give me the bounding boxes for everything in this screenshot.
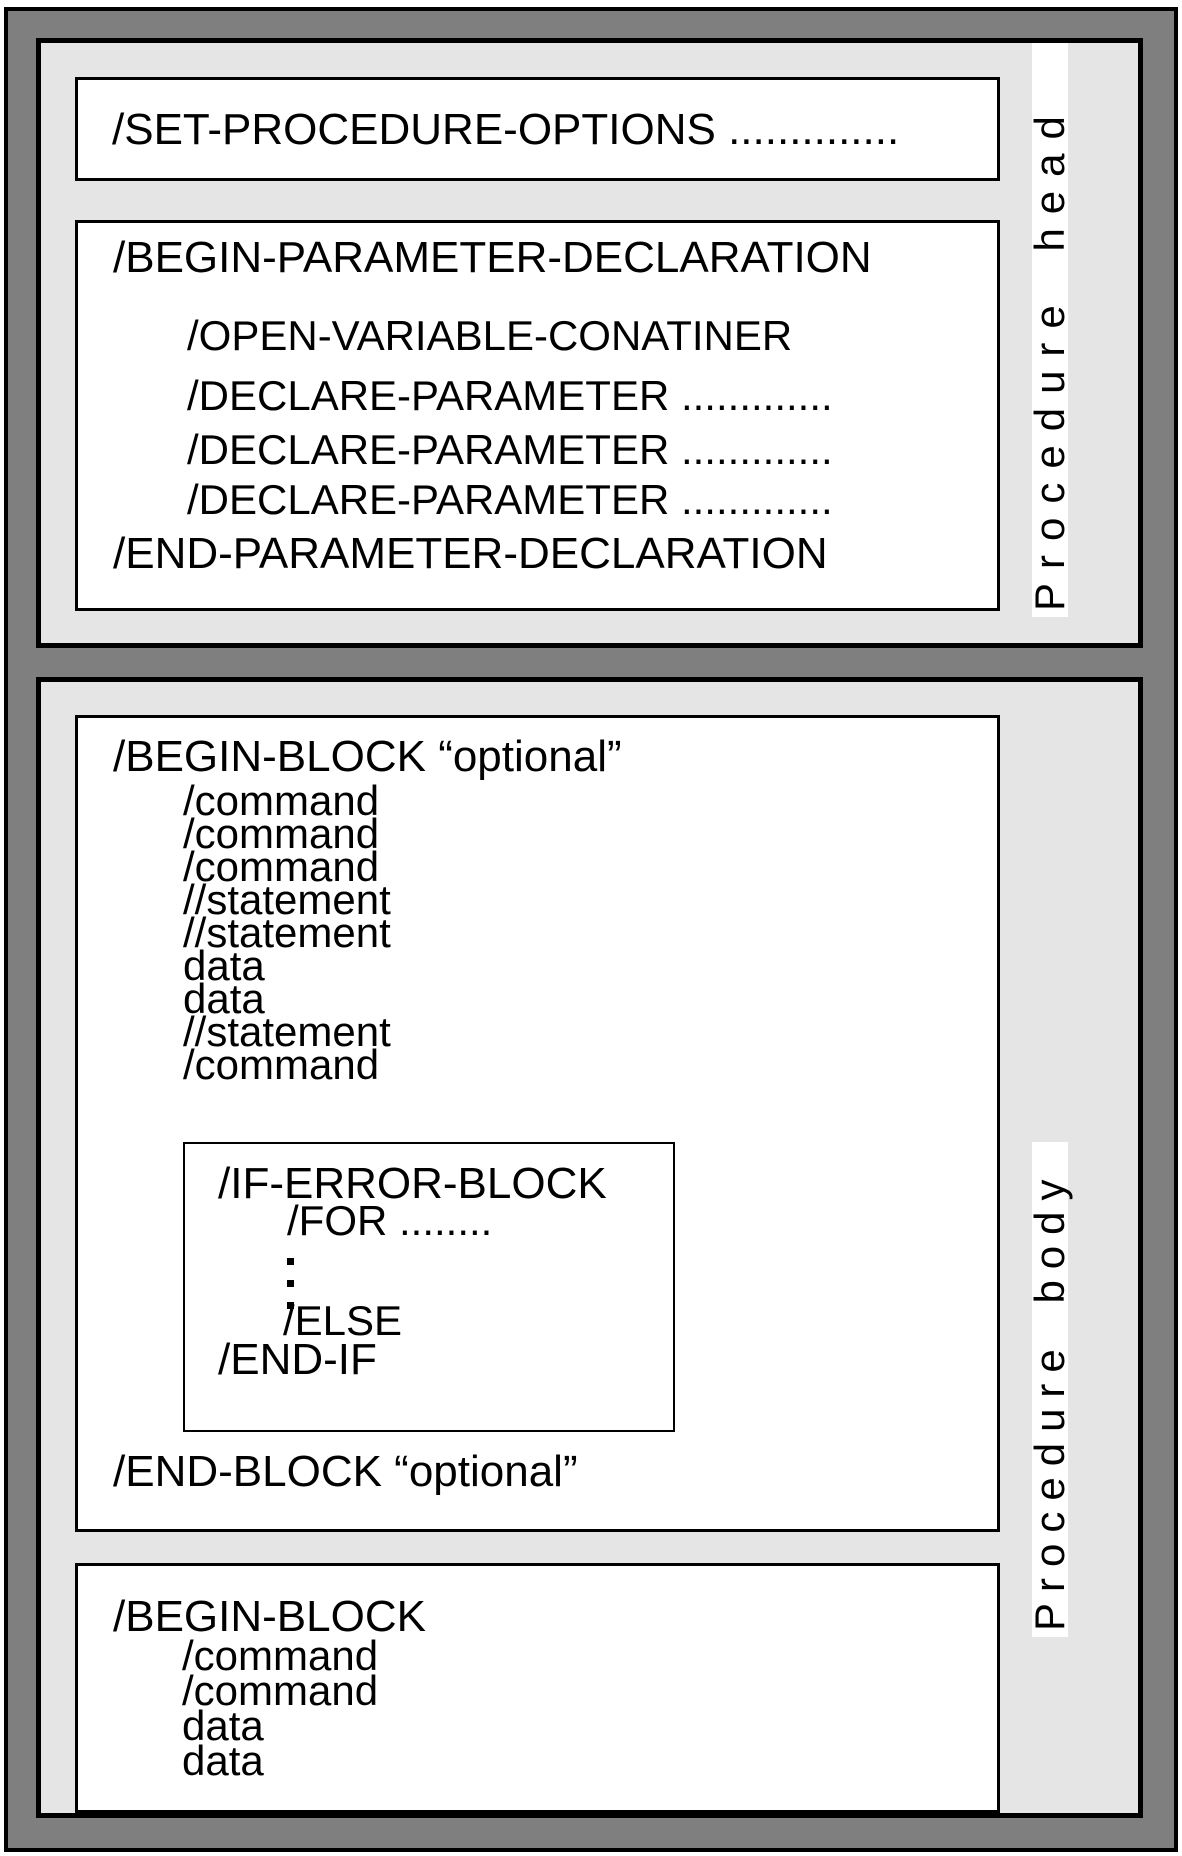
code-line-command: /command [183, 843, 380, 890]
vertical-ellipsis-dot [287, 1302, 294, 1309]
vertical-ellipsis-dot [287, 1280, 294, 1287]
code-line-begin-block-optional: /BEGIN-BLOCK “optional” [113, 732, 622, 781]
code-line-data: data [182, 1702, 264, 1749]
code-line-command: /command [182, 1632, 379, 1679]
procedure-body-label: Procedure body [1026, 1142, 1073, 1637]
code-line-if-error-block: /IF-ERROR-BLOCK [218, 1159, 607, 1208]
code-line-command: /command [183, 810, 380, 857]
code-line-declare-parameter: /DECLARE-PARAMETER ............. [187, 372, 833, 419]
code-line-command: /command [183, 1041, 380, 1088]
code-line-statement: //statement [183, 909, 391, 956]
code-line-declare-parameter: /DECLARE-PARAMETER ............. [187, 476, 833, 523]
code-line-data: data [182, 1737, 264, 1784]
vertical-ellipsis [287, 1258, 295, 1309]
parameter-declaration-box [75, 220, 1000, 611]
code-line-command: /command [183, 777, 380, 824]
set-procedure-options-box [75, 77, 1000, 181]
code-line-declare-parameter: /DECLARE-PARAMETER ............. [187, 426, 833, 473]
if-error-block-box [183, 1142, 675, 1432]
code-line-else: /ELSE [283, 1297, 403, 1344]
block2-box [75, 1563, 1000, 1813]
code-line-set-procedure-options: /SET-PROCEDURE-OPTIONS .............. [112, 105, 900, 154]
code-line-end-block-optional: /END-BLOCK “optional” [113, 1447, 578, 1496]
code-line-open-variable-container: /OPEN-VARIABLE-CONATINER [187, 312, 793, 359]
code-line-end-if: /END-IF [218, 1335, 377, 1384]
code-line-begin-block: /BEGIN-BLOCK [113, 1592, 426, 1641]
code-line-end-parameter-declaration: /END-PARAMETER-DECLARATION [113, 529, 828, 578]
code-line-data: data [183, 942, 265, 989]
code-line-begin-parameter-declaration: /BEGIN-PARAMETER-DECLARATION [113, 233, 872, 282]
code-line-for: /FOR ........ [287, 1197, 493, 1244]
code-line-statement: //statement [183, 876, 391, 923]
code-line-data: data [183, 975, 265, 1022]
procedure-head-label: Procedure head [1026, 43, 1073, 617]
code-line-command: /command [182, 1667, 379, 1714]
code-line-statement: //statement [183, 1008, 391, 1055]
vertical-ellipsis-dot [287, 1258, 294, 1265]
